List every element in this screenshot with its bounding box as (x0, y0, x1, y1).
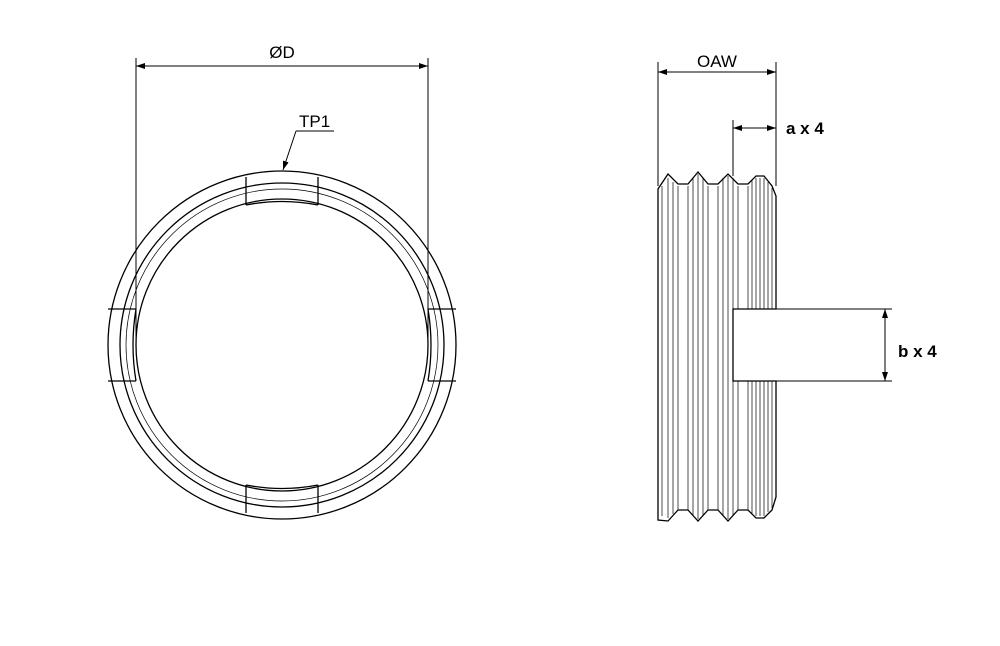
tab-top (245, 177, 319, 206)
a-label: a x 4 (786, 119, 824, 138)
b-dimension: b x 4 (776, 308, 937, 382)
groove-inner (125, 188, 439, 502)
diameter-dimension: ØD (135, 43, 429, 340)
diameter-label: ØD (269, 43, 295, 62)
oaw-label: OAW (697, 52, 737, 71)
tp1-label: TP1 (299, 112, 330, 131)
groove-ring (119, 182, 445, 508)
outer-rim (107, 170, 457, 520)
b-label: b x 4 (898, 342, 937, 361)
inner-bore (135, 198, 429, 492)
tp1-leader: TP1 (282, 112, 334, 171)
tab-bottom (245, 484, 319, 513)
side-view: OAW a x 4 b x 4 (657, 52, 937, 522)
a-dimension: a x 4 (732, 119, 824, 176)
tab-left (108, 308, 137, 382)
side-profile-outline (657, 170, 777, 522)
rib-lines (661, 174, 773, 519)
oaw-dimension: OAW (657, 52, 777, 186)
tab-right (427, 308, 456, 382)
front-view: ØD TP1 (107, 43, 457, 520)
